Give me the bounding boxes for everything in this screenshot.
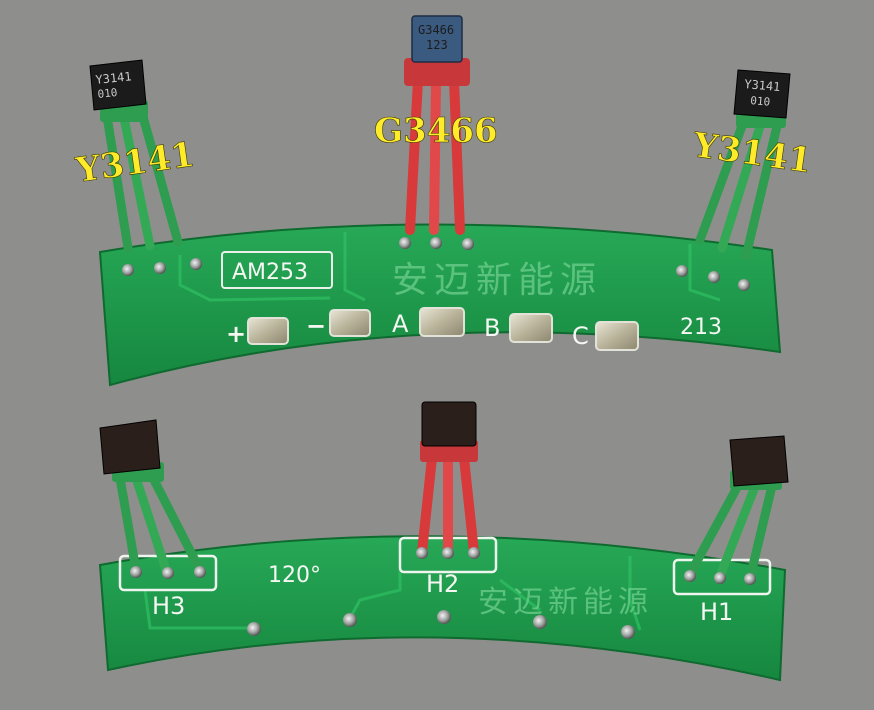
chip-marking-line2: 123 <box>426 38 448 52</box>
sensor-label-h2: H2 <box>426 570 459 598</box>
chip-marking-line1: Y3141 <box>744 77 781 94</box>
brand-watermark-bottom: 安迈新能源 <box>478 585 653 620</box>
top-left-hall-sensor: Y3141 010 <box>89 59 183 253</box>
chip-marking-line2: 010 <box>97 86 118 101</box>
angle-label: 120° <box>268 563 321 588</box>
footprint-h3 <box>118 554 218 592</box>
top-board-vias <box>122 237 750 291</box>
solder-pads <box>247 307 639 351</box>
sensor-chip-body <box>99 419 161 475</box>
pad-plus <box>247 317 289 345</box>
sensor-label-h3: H3 <box>152 592 185 620</box>
bottom-board-vias <box>247 610 635 639</box>
top-right-hall-sensor: Y3141 010 <box>695 69 791 261</box>
pad-label-minus: − <box>306 312 326 340</box>
pad-label-c: C <box>572 322 589 350</box>
model-label: AM253 <box>232 260 308 285</box>
sensor-chip-body <box>411 15 463 63</box>
top-center-hall-sensor: G3466 123 <box>404 15 470 235</box>
pad-label-plus: + <box>226 320 246 348</box>
pad-b <box>509 313 553 343</box>
sensor-chip-body <box>729 435 789 487</box>
sensor-h1 <box>684 435 789 585</box>
bottom-pcb-board: 120° H3 H2 H1 安迈新能源 <box>98 535 787 682</box>
sensor-chip-body <box>421 401 477 447</box>
pad-c <box>595 321 639 351</box>
sensor-h2 <box>416 401 480 559</box>
pad-a <box>419 307 465 337</box>
pad-minus <box>329 309 371 337</box>
sensor-chip-body <box>89 59 147 111</box>
chip-marking-line1: G3466 <box>418 23 454 37</box>
sensor-chip-body <box>733 69 791 119</box>
callout-right-sensor: Y3141 <box>690 125 814 181</box>
pad-label-a: A <box>392 310 409 338</box>
sensor-label-h1: H1 <box>700 598 733 626</box>
top-pcb-board: AM253 安迈新能源 213 + − A B C <box>98 223 782 387</box>
callout-left-sensor: Y3141 <box>73 135 197 191</box>
brand-watermark-top: 安迈新能源 <box>392 260 602 301</box>
model-label-box <box>221 251 333 289</box>
board-number: 213 <box>680 315 722 340</box>
sensor-h3 <box>99 419 206 579</box>
chip-marking-line2: 010 <box>750 94 771 109</box>
chip-marking-line1: Y3141 <box>95 69 132 87</box>
callout-center-sensor: G3466 <box>374 111 498 151</box>
pad-label-b: B <box>484 314 500 342</box>
